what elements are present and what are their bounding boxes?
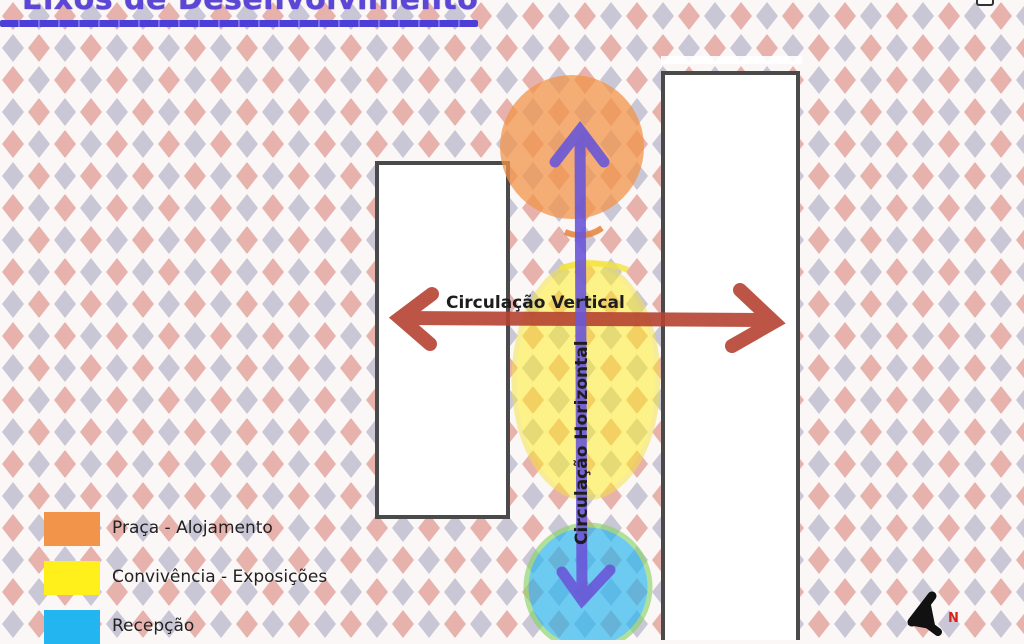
legend-item-recepcao: Recepção: [44, 610, 364, 644]
legend-swatch-convivencia: [44, 561, 100, 595]
legend-item-praca: Praça - Alojamento: [44, 512, 364, 546]
title-underline: [0, 20, 478, 27]
building-right: [661, 71, 800, 640]
building-right-shadow: [661, 56, 802, 64]
legend-label-convivencia: Convivência - Exposições: [112, 567, 328, 587]
recepcao-zone: [523, 522, 653, 640]
page-title: Eixos de Desenvolvimento: [22, 0, 478, 17]
legend-label-praca: Praça - Alojamento: [112, 518, 273, 538]
vertical-circulation-arrow: [549, 120, 616, 609]
vertical-circulation-label: Circulação Vertical: [446, 293, 625, 313]
praca-zone: [500, 75, 644, 239]
legend-label-recepcao: Recepção: [112, 616, 195, 636]
legend-swatch-recepcao: [44, 610, 100, 644]
legend-swatch-praca: [44, 512, 100, 546]
building-left: [375, 161, 510, 519]
title-area: Eixos de Desenvolvimento: [0, 0, 480, 27]
north-label: N: [948, 611, 959, 626]
corner-box-icon: [976, 0, 994, 6]
legend-item-convivencia: Convivência - Exposições: [44, 561, 364, 595]
horizontal-circulation-label: Circulação Horizontal: [572, 340, 592, 545]
north-arrow-icon: [907, 591, 942, 636]
